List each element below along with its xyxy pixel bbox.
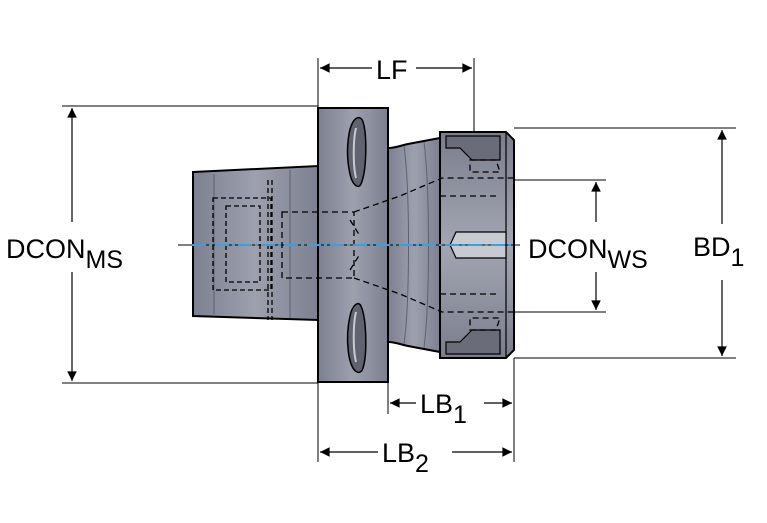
bd-sub: 1 (731, 244, 745, 272)
svg-text:LB1: LB1 (420, 389, 467, 429)
hidden-lines (281, 159, 514, 331)
dim-label-lb2: LB2 (382, 438, 429, 478)
lb1-main: LB (420, 389, 453, 419)
dim-label-bd1: BD1 (693, 232, 744, 272)
extension-lines (62, 58, 736, 462)
svg-text:DCONMS: DCONMS (6, 234, 123, 274)
dim-label-dcon-ms: DCONMS (6, 234, 123, 274)
lb1-sub: 1 (453, 401, 467, 429)
drive-slot-bottom (346, 302, 367, 374)
svg-text:DCONWS: DCONWS (528, 234, 648, 274)
dim-label-lb1: LB1 (420, 389, 467, 429)
dcon-ws-main: DCON (528, 234, 608, 264)
lf-label: LF (376, 55, 408, 85)
svg-text:LB2: LB2 (382, 438, 429, 478)
dim-label-dcon-ws: DCONWS (528, 234, 648, 274)
drive-slot-top (346, 116, 367, 188)
svg-text:BD1: BD1 (693, 232, 744, 272)
dimension-arrows (67, 63, 727, 457)
dim-label-lf: LF (376, 55, 408, 85)
lb2-main: LB (382, 438, 415, 468)
dcon-ws-sub: WS (608, 246, 648, 274)
dcon-ms-sub: MS (86, 246, 124, 274)
shank (192, 164, 319, 322)
lb2-sub: 2 (415, 450, 429, 478)
bd-main: BD (693, 232, 731, 262)
dcon-ms-main: DCON (6, 234, 86, 264)
